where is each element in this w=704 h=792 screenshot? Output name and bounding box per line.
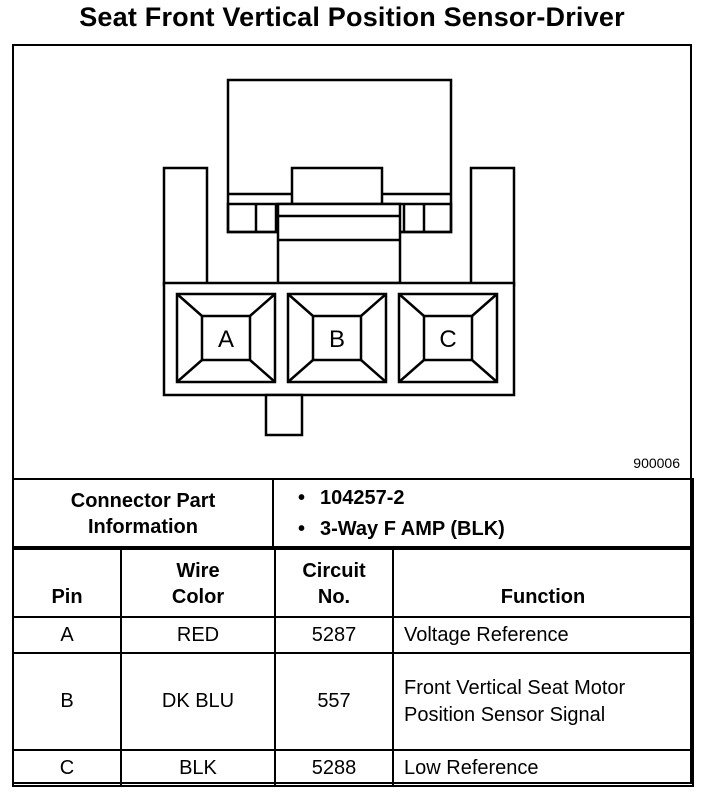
connector-left-ear bbox=[162, 166, 209, 287]
cell-pin: C bbox=[12, 749, 122, 787]
pin-table: Pin Wire Color Circuit No. Function A RE… bbox=[12, 546, 694, 787]
connector-key bbox=[264, 393, 304, 437]
connector-part-numbers: 104257-2 3-Way F AMP (BLK) bbox=[272, 478, 694, 550]
cell-circuit: 5288 bbox=[274, 749, 394, 787]
cell-wire-color: RED bbox=[120, 616, 276, 654]
part-number-1: 104257-2 bbox=[320, 483, 692, 514]
cell-circuit: 5287 bbox=[274, 616, 394, 654]
connector-body bbox=[162, 281, 516, 397]
cavity-c bbox=[397, 292, 499, 384]
table-row: A RED 5287 Voltage Reference bbox=[12, 616, 694, 654]
cell-wire-color: DK BLU bbox=[120, 652, 276, 751]
cell-function: Voltage Reference bbox=[392, 616, 694, 654]
cavity-label-c: C bbox=[439, 326, 456, 353]
cell-wire-color: BLK bbox=[120, 749, 276, 787]
cell-pin: B bbox=[12, 652, 122, 751]
header-function: Function bbox=[392, 546, 694, 618]
header-circuit: Circuit No. bbox=[274, 546, 394, 618]
connector-right-ear bbox=[469, 166, 516, 287]
table-row: B DK BLU 557 Front Vertical Seat Motor P… bbox=[12, 652, 694, 751]
header-pin: Pin bbox=[12, 546, 122, 618]
cavity-label-b: B bbox=[329, 326, 345, 353]
cavity-b bbox=[286, 292, 388, 384]
table-header-row: Pin Wire Color Circuit No. Function bbox=[12, 546, 694, 618]
cell-function: Front Vertical Seat Motor Position Senso… bbox=[392, 652, 694, 751]
diagram-ref-number: 900006 bbox=[633, 455, 680, 471]
part-number-2: 3-Way F AMP (BLK) bbox=[320, 514, 692, 545]
connector-info-label: Connector Part Information bbox=[12, 478, 274, 550]
connector-info-table: Connector Part Information 104257-2 3-Wa… bbox=[12, 478, 694, 550]
cavity-label-a: A bbox=[218, 326, 234, 353]
header-wire-color: Wire Color bbox=[120, 546, 276, 618]
cavity-a bbox=[175, 292, 277, 384]
table-row: C BLK 5288 Low Reference bbox=[12, 749, 694, 787]
page-title: Seat Front Vertical Position Sensor-Driv… bbox=[79, 2, 625, 32]
cell-function: Low Reference bbox=[392, 749, 694, 787]
connector-diagram: A B C bbox=[162, 78, 516, 437]
cell-circuit: 557 bbox=[274, 652, 394, 751]
cell-pin: A bbox=[12, 616, 122, 654]
